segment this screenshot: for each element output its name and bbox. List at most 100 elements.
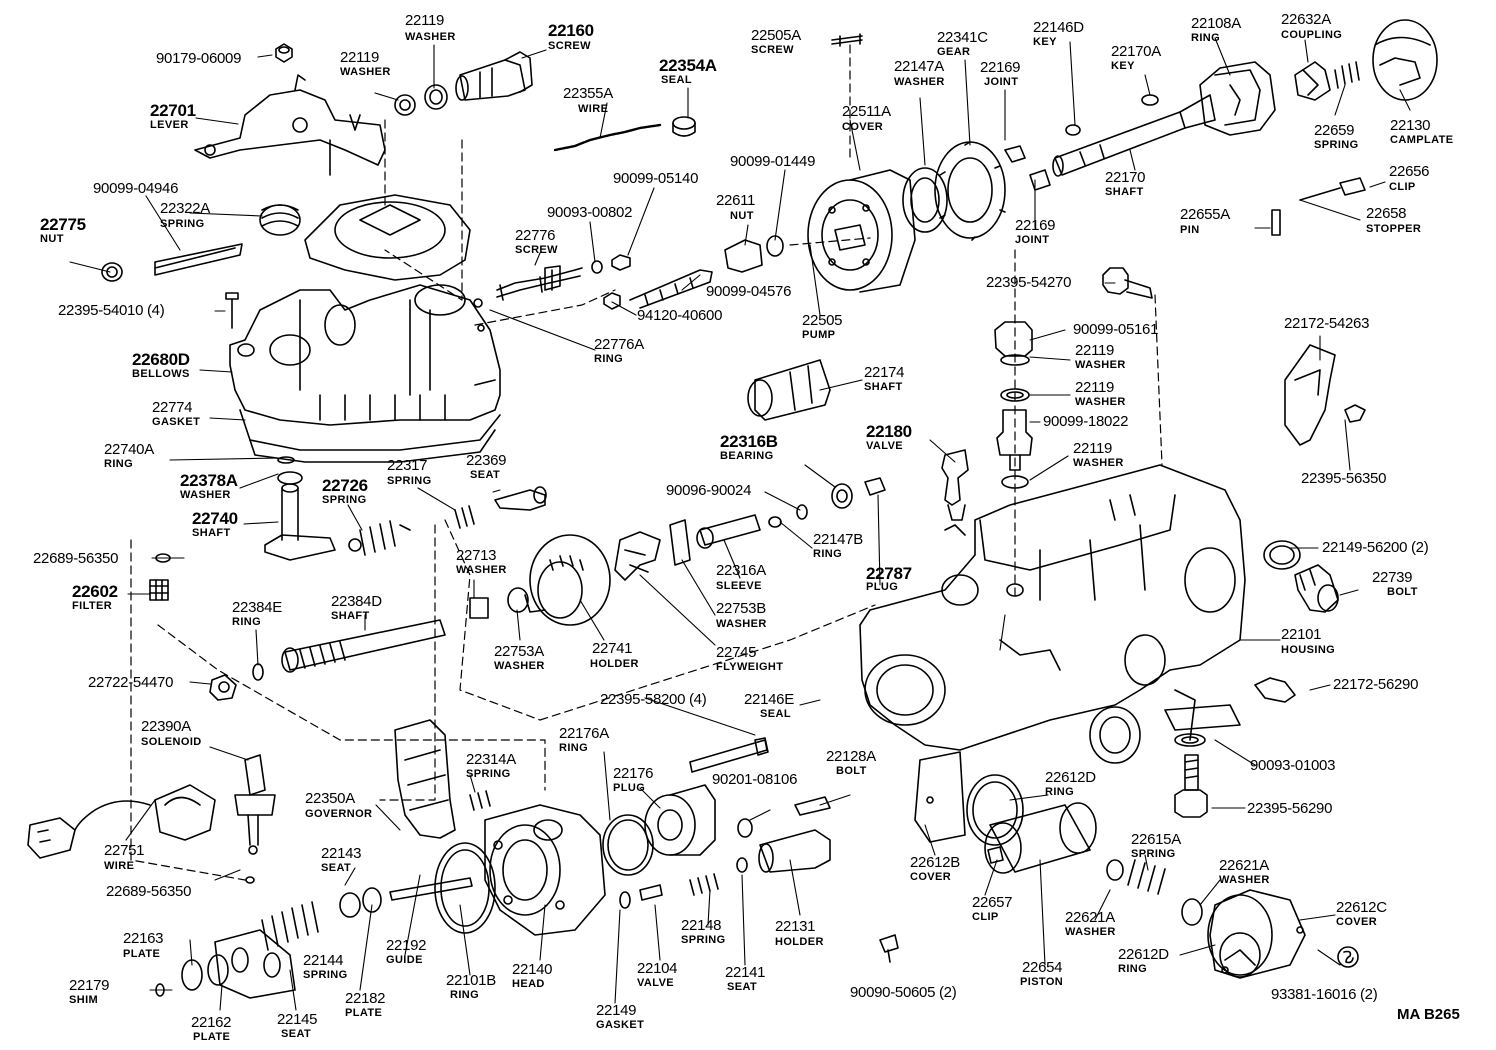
part-number-22751: 22751 bbox=[104, 842, 145, 859]
part-name-seat: SEAT bbox=[470, 469, 501, 481]
part-number-90096-90024: 90096-90024 bbox=[666, 482, 752, 499]
part-name-shaft: SHAFT bbox=[864, 381, 903, 393]
part-number-22144: 22144 bbox=[303, 952, 344, 969]
part-number-22149: 22149 bbox=[596, 1002, 637, 1019]
part-name-wire: WIRE bbox=[578, 103, 609, 115]
governor-shaft-group bbox=[524, 359, 886, 626]
part-number-22612d: 22612D bbox=[1118, 946, 1169, 963]
part-name-camplate: CAMPLATE bbox=[1390, 134, 1454, 146]
part-number-22149-56200: 22149-56200 (2) bbox=[1322, 539, 1429, 556]
part-number-22170: 22170 bbox=[1105, 169, 1146, 186]
part-number-22511a: 22511A bbox=[842, 103, 891, 120]
part-name-spring: SPRING bbox=[387, 475, 432, 487]
part-number-22505: 22505 bbox=[802, 312, 843, 329]
drive-shaft-group bbox=[1052, 19, 1438, 236]
part-name-stopper: STOPPER bbox=[1366, 223, 1422, 235]
part-number-22611: 22611 bbox=[716, 192, 756, 209]
part-number-22119: 22119 bbox=[405, 12, 445, 29]
part-number-22774: 22774 bbox=[152, 399, 193, 416]
part-name-screw: SCREW bbox=[751, 44, 794, 56]
part-name-governor: GOVERNOR bbox=[305, 808, 373, 820]
part-name-bearing: BEARING bbox=[720, 450, 774, 462]
part-number-22659: 22659 bbox=[1314, 122, 1355, 139]
part-number-22657: 22657 bbox=[972, 894, 1013, 911]
part-number-22689-56350: 22689-56350 bbox=[33, 550, 119, 567]
part-name-key: KEY bbox=[1111, 60, 1135, 72]
part-name-gasket: GASKET bbox=[596, 1019, 645, 1031]
part-name-nut: NUT bbox=[730, 210, 754, 222]
part-number-22369: 22369 bbox=[466, 452, 507, 469]
part-name-cover: COVER bbox=[910, 871, 952, 883]
part-name-holder: HOLDER bbox=[775, 936, 824, 948]
part-number-22740a: 22740A bbox=[104, 441, 154, 458]
part-name-spring: SPRING bbox=[303, 969, 348, 981]
part-number-22146d: 22146D bbox=[1033, 19, 1084, 36]
left-spring-shaft-group bbox=[149, 456, 547, 701]
part-name-ring: RING bbox=[594, 353, 624, 365]
part-name-washer: WASHER bbox=[180, 489, 231, 501]
part-number-22350a: 22350A bbox=[305, 790, 355, 807]
part-number-22612c: 22612C bbox=[1336, 899, 1387, 916]
part-name-wire: WIRE bbox=[104, 860, 135, 872]
diagram-code: MA B265 bbox=[1397, 1006, 1460, 1023]
part-number-22390a: 22390A bbox=[141, 718, 191, 735]
part-number-22179: 22179 bbox=[69, 977, 110, 994]
part-name-pin: PIN bbox=[1180, 224, 1200, 236]
part-name-lever: LEVER bbox=[150, 119, 189, 131]
part-name-guide: GUIDE bbox=[386, 954, 423, 966]
part-name-cover: COVER bbox=[1336, 916, 1378, 928]
part-number-22147a: 22147A bbox=[894, 58, 944, 75]
part-number-22104: 22104 bbox=[637, 960, 678, 977]
part-number-22776a: 22776A bbox=[594, 336, 644, 353]
part-name-ring: RING bbox=[450, 989, 480, 1001]
part-number-22131: 22131 bbox=[775, 918, 816, 935]
part-number-22612d: 22612D bbox=[1045, 769, 1096, 786]
governor-head-group bbox=[155, 719, 831, 999]
part-number-90201-08106: 90201-08106 bbox=[712, 771, 798, 788]
part-name-spring: SPRING bbox=[160, 218, 205, 230]
part-number-90099-04946: 90099-04946 bbox=[93, 180, 179, 197]
part-name-seat: SEAT bbox=[321, 862, 352, 874]
part-name-bolt: BOLT bbox=[836, 765, 867, 777]
part-number-22128a: 22128A bbox=[826, 748, 876, 765]
part-number-22354a: 22354A bbox=[659, 56, 717, 75]
part-name-joint: JOINT bbox=[1015, 234, 1050, 246]
part-name-shaft: SHAFT bbox=[1105, 186, 1144, 198]
part-number-22176a: 22176A bbox=[559, 725, 609, 742]
part-number-22654: 22654 bbox=[1022, 959, 1063, 976]
part-name-seal: SEAL bbox=[760, 708, 791, 720]
part-number-22505a: 22505A bbox=[751, 27, 801, 44]
part-number-22119: 22119 bbox=[1075, 379, 1115, 396]
part-number-90099-18022: 90099-18022 bbox=[1043, 413, 1129, 430]
part-number-22787: 22787 bbox=[866, 564, 912, 583]
part-number-22317: 22317 bbox=[387, 457, 428, 474]
part-number-22656: 22656 bbox=[1389, 163, 1430, 180]
part-number-22775: 22775 bbox=[40, 215, 86, 234]
part-name-spring: SPRING bbox=[681, 934, 726, 946]
part-number-22101: 22101 bbox=[1281, 626, 1322, 643]
part-name-pump: PUMP bbox=[802, 329, 836, 341]
solenoid-group bbox=[27, 754, 276, 884]
part-number-22162: 22162 bbox=[191, 1014, 232, 1031]
part-number-22172-56290: 22172-56290 bbox=[1333, 676, 1419, 693]
part-number-22612b: 22612B bbox=[910, 854, 960, 871]
part-number-22169: 22169 bbox=[980, 59, 1021, 76]
part-number-22776: 22776 bbox=[515, 227, 556, 244]
part-name-sleeve: SLEEVE bbox=[716, 580, 762, 592]
part-number-22395-56350: 22395-56350 bbox=[1301, 470, 1387, 487]
part-name-housing: HOUSING bbox=[1281, 644, 1336, 656]
part-number-90099-05140: 90099-05140 bbox=[613, 170, 699, 187]
part-name-clip: CLIP bbox=[972, 911, 999, 923]
part-name-spring: SPRING bbox=[466, 768, 511, 780]
part-name-gasket: GASKET bbox=[152, 416, 201, 428]
part-name-valve: VALVE bbox=[866, 440, 904, 452]
part-name-ring: RING bbox=[232, 616, 262, 628]
part-name-key: KEY bbox=[1033, 36, 1057, 48]
part-name-shaft: SHAFT bbox=[331, 610, 370, 622]
part-name-clip: CLIP bbox=[1389, 181, 1416, 193]
part-number-22739: 22739 bbox=[1372, 569, 1413, 586]
part-name-spring: SPRING bbox=[1314, 139, 1359, 151]
bellows-body bbox=[101, 194, 501, 463]
timer-group bbox=[879, 774, 1359, 979]
